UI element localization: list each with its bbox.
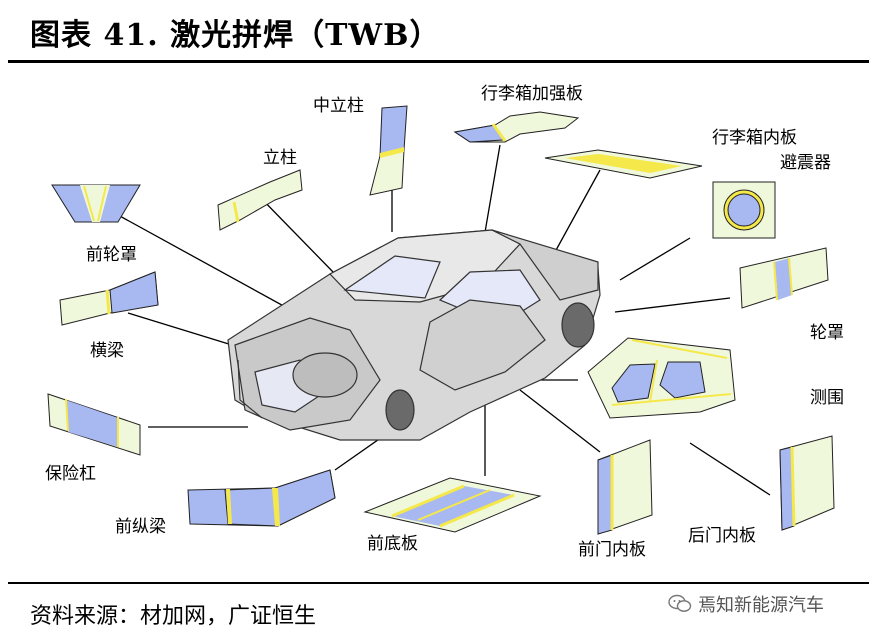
label-trunk-inner: 行李箱内板	[712, 128, 797, 148]
label-crossbeam: 横梁	[90, 341, 124, 361]
label-side-frame: 测围	[810, 388, 844, 408]
label-shock-absorber: 避震器	[780, 153, 831, 173]
label-front-wheelhouse: 前轮罩	[86, 245, 137, 265]
wechat-icon	[668, 594, 692, 612]
figure-title: 图表 41. 激光拼焊（TWB）	[30, 18, 441, 53]
front-rail-panel	[187, 469, 336, 527]
label-wheelhouse: 轮罩	[810, 323, 844, 343]
label-front-rail: 前纵梁	[115, 517, 166, 537]
label-front-door-inner: 前门内板	[578, 540, 646, 560]
car-body	[227, 229, 601, 441]
watermark-text: 焉知新能源汽车	[698, 595, 824, 616]
front-wheelhouse-panel	[51, 184, 141, 223]
front-door-inner-panel	[597, 439, 653, 535]
label-bumper: 保险杠	[45, 464, 96, 484]
center-pillar-panel	[369, 105, 408, 196]
label-pillar: 立柱	[263, 148, 297, 168]
rear-door-inner-panel	[779, 435, 835, 531]
crossbeam-panel	[59, 271, 159, 326]
pillar-panel	[217, 169, 303, 231]
bottom-rule	[8, 582, 869, 584]
label-center-pillar: 中立柱	[313, 96, 364, 116]
trunk-reinforcement-panel	[453, 111, 580, 143]
trunk-inner-panel	[544, 149, 703, 179]
side-frame-panel	[587, 337, 736, 419]
twb-diagram	[47, 105, 835, 535]
top-rule	[8, 60, 869, 63]
wheelhouse-panel	[739, 247, 829, 309]
label-rear-door-inner: 后门内板	[688, 526, 756, 546]
label-trunk-reinforcement: 行李箱加强板	[481, 84, 583, 104]
leader-lines	[117, 144, 771, 496]
shock-absorber-panel	[712, 181, 776, 239]
bumper-panel	[47, 393, 141, 456]
watermark: 焉知新能源汽车	[668, 590, 824, 618]
front-floor-panel	[363, 477, 542, 533]
label-front-floor: 前底板	[367, 534, 418, 554]
source-note: 资料来源：材加网，广证恒生	[30, 604, 317, 629]
